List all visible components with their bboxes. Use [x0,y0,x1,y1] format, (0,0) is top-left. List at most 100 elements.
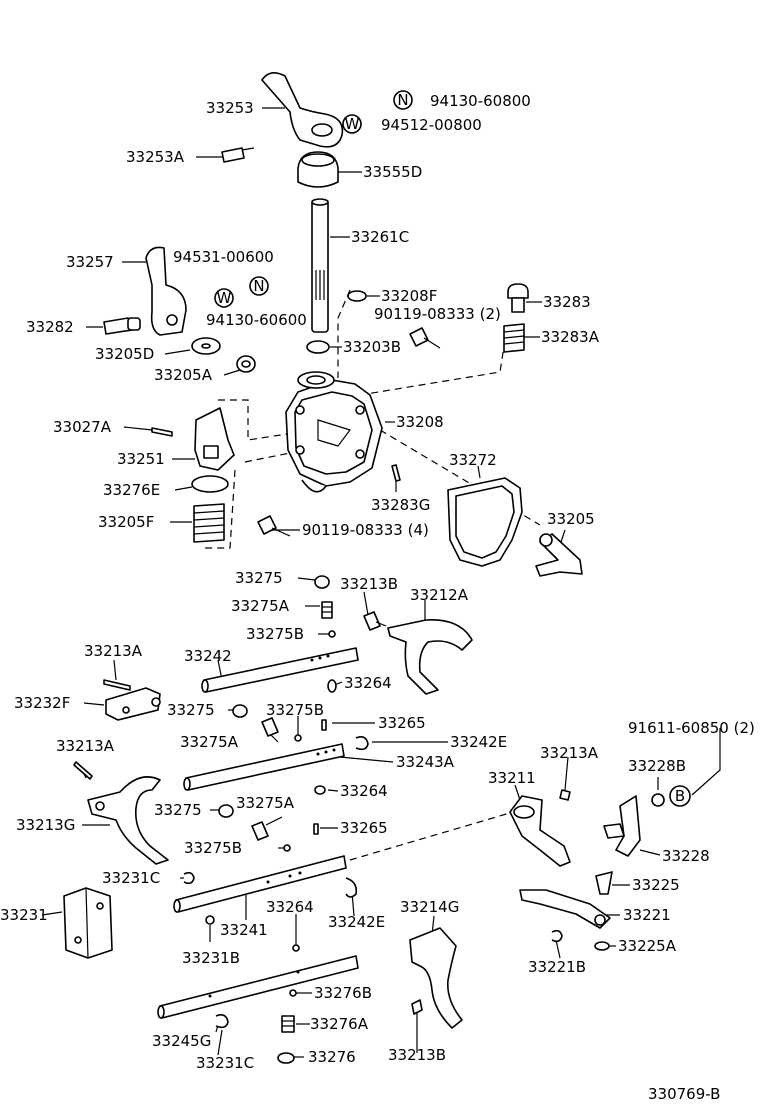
part-clip-33242e-b [345,877,358,898]
part-rail-33245g [157,955,359,1019]
part-plug-33275-c [218,804,234,818]
label-90119-08333-4: 90119-08333 (4) [302,521,429,539]
label-33232f: 33232F [14,694,70,712]
part-spring-33275a-a [321,601,333,619]
label-33213g: 33213G [16,816,75,834]
part-lever-33211 [509,795,571,867]
label-33205d: 33205D [95,345,154,363]
part-bushing-33225 [595,871,613,895]
part-washer-33276e [191,475,229,493]
label-33264-mid: 33264 [340,782,388,800]
b-marker [669,785,691,807]
part-plug-33283 [507,283,529,313]
label-33272: 33272 [449,451,497,469]
assembly-guide-lines [205,289,541,861]
label-diagram-code: 330769-B [648,1085,720,1103]
label-33242: 33242 [184,647,232,665]
n-marker-1 [393,90,413,110]
part-shift-lever-head [261,72,344,148]
part-pin-33213a-a [103,679,131,691]
label-33228b: 33228B [628,757,686,775]
label-33214g: 33214G [400,898,459,916]
part-bolt-33213b [363,611,387,631]
label-33264-low: 33264 [266,898,314,916]
label-33275-low: 33275 [154,801,202,819]
part-bolt-4 [257,515,291,537]
b-marker-text: B [675,787,685,805]
part-pin-33265-b [313,823,319,835]
part-labels: 33253 94130-60800 94512-00800 33253A 335… [0,92,755,1103]
label-33265-low: 33265 [340,819,388,837]
label-94130-60800: 94130-60800 [430,92,531,110]
part-pin-33264-b [314,785,326,795]
label-33283g: 33283G [371,496,430,514]
label-33275b-mid: 33275B [266,701,324,719]
label-33225: 33225 [632,876,680,894]
label-33213a-left-mid: 33213A [56,737,115,755]
n-marker-2-text: N [253,277,264,295]
label-33231b: 33231B [182,949,240,967]
label-33221: 33221 [623,906,671,924]
part-spring-33205f [193,503,225,543]
label-33213b-top: 33213B [340,575,398,593]
label-33275a-low: 33275A [236,794,295,812]
label-33213a-right: 33213A [540,744,599,762]
label-33205f: 33205F [98,513,154,531]
label-33231: 33231 [0,906,48,924]
label-33283a: 33283A [541,328,600,346]
part-clip-33242e-a [355,736,369,751]
part-spring-33275a-c [251,821,269,841]
part-ball-33275b-b [294,734,302,742]
part-ball-33275b-a [328,630,336,638]
label-33283: 33283 [543,293,591,311]
part-shift-fork-33213g [87,776,169,865]
label-33231c-low: 33231C [196,1054,254,1072]
part-block-33251 [194,407,235,471]
label-33205a: 33205A [154,366,213,384]
label-33275b-low: 33275B [184,839,242,857]
label-33213b-low: 33213B [388,1046,446,1064]
part-washer-33225a [594,941,610,951]
label-33205: 33205 [547,510,595,528]
label-33242e-low: 33242E [328,913,385,931]
part-bolt-2 [409,327,441,349]
part-gasket [447,477,523,567]
label-90119-08333-2: 90119-08333 (2) [374,305,501,323]
label-33251: 33251 [117,450,165,468]
label-33242e-top: 33242E [450,733,507,751]
part-block-33232f [105,687,161,721]
part-pin-33282 [103,317,141,335]
part-spring-33276a [281,1015,295,1033]
label-33203b: 33203B [343,338,401,356]
label-33265-top: 33265 [378,714,426,732]
part-clip-33231c-a [183,871,195,885]
part-shift-fork-33214g [409,927,463,1029]
part-clip-33221b [551,929,563,943]
part-lever-33257 [145,246,187,336]
part-rail-33243a [183,743,345,791]
part-bushing-33228b [651,793,665,807]
label-33245g: 33245G [152,1032,211,1050]
part-shift-shaft [311,198,329,333]
label-33276: 33276 [308,1048,356,1066]
part-pin-33264-a [327,679,337,693]
part-pin-33213a-c [559,789,571,801]
part-plug-33276 [277,1052,295,1064]
part-lever-33228 [603,795,641,857]
label-33555d: 33555D [363,163,422,181]
part-pin-33265-a [321,719,327,731]
part-lever-33221 [519,889,611,929]
label-33275a-top: 33275A [231,597,290,615]
label-33276a: 33276A [310,1015,369,1033]
part-seal-33208f [347,290,367,302]
label-94512-00800: 94512-00800 [381,116,482,134]
label-33241: 33241 [220,921,268,939]
label-33221b: 33221B [528,958,586,976]
label-33243a: 33243A [396,753,455,771]
part-pin-33264-c [292,944,300,952]
part-plug-33275-a [314,575,330,589]
n-marker-1-text: N [397,91,408,109]
label-33253a: 33253A [126,148,185,166]
label-33225a: 33225A [618,937,677,955]
